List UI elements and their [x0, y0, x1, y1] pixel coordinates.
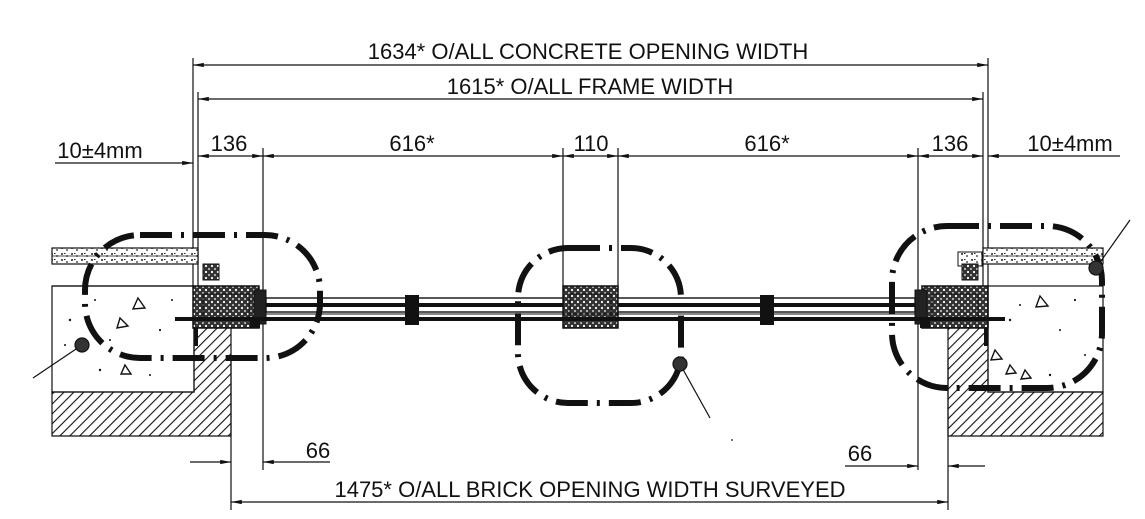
center-leader-dot [672, 356, 688, 372]
right-wall [947, 247, 1104, 437]
left-leader-dot [74, 337, 90, 353]
right-detail-bubble [889, 223, 1105, 391]
tolerance-left-label: 10±4mm [57, 138, 142, 163]
side-left-label: 136 [211, 131, 248, 156]
tolerance-right-label: 10±4mm [1027, 131, 1112, 156]
side-right-label: 136 [932, 131, 969, 156]
frame-width-label: 1615* O/ALL FRAME WIDTH [447, 74, 733, 99]
window-frame [175, 285, 1005, 329]
mullion-profile [562, 285, 619, 329]
brick-opening-label: 1475* O/ALL BRICK OPENING WIDTH SURVEYED [334, 477, 845, 502]
mullion-label: 110 [573, 131, 608, 156]
concrete-opening-label: 1634* O/ALL CONCRETE OPENING WIDTH [368, 39, 809, 64]
leader-lines [32, 219, 1131, 419]
right-leader-dot [1088, 260, 1104, 276]
center-detail-bubble [515, 245, 684, 406]
reveal-right-label: 66 [848, 441, 872, 466]
dimension-labels: 1634* O/ALL CONCRETE OPENING WIDTH 1615*… [57, 39, 1112, 502]
left-concrete-block [51, 285, 195, 393]
pane-right-label: 616* [744, 131, 790, 156]
detail-callouts [82, 223, 1105, 406]
pane-left-label: 616* [389, 131, 435, 156]
reveal-left-label: 66 [306, 438, 330, 463]
left-detail-bubble [82, 232, 323, 361]
dimension-lines [55, 58, 1120, 510]
